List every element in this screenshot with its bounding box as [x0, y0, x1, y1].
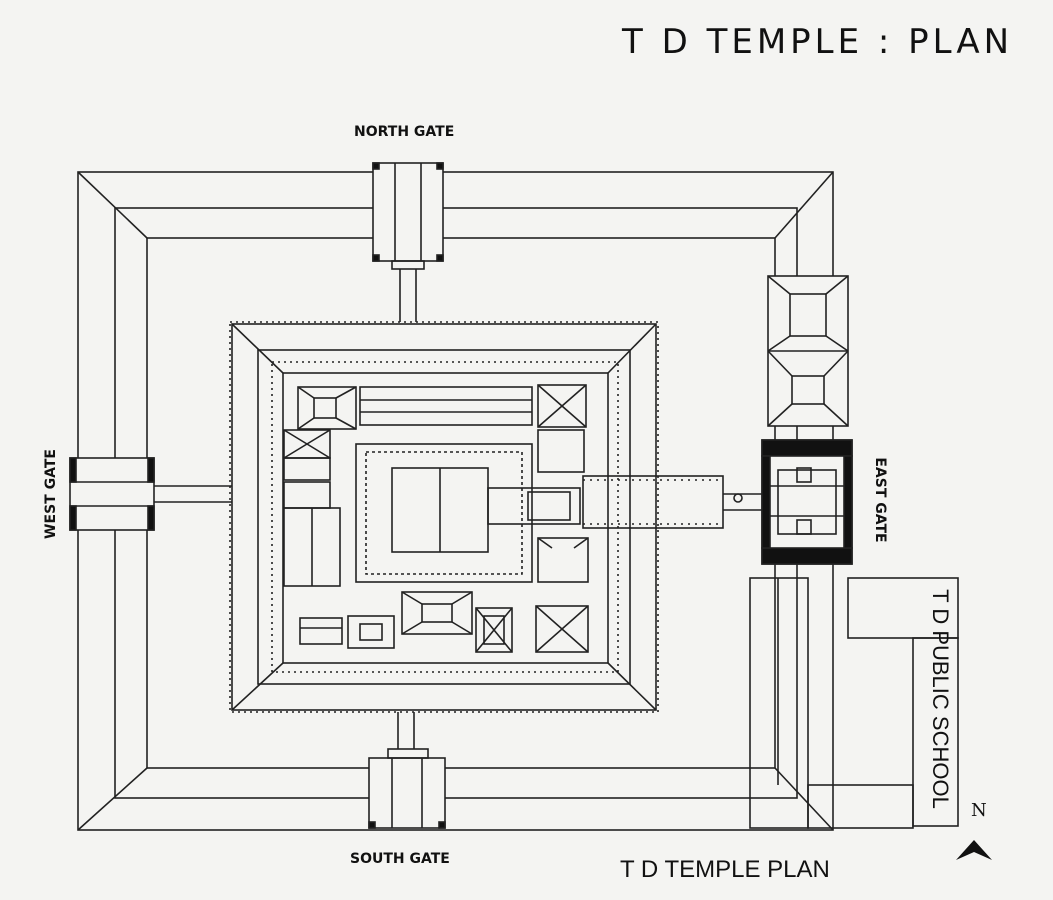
east-gate-label: EAST GATE	[872, 457, 888, 543]
north-arrow-icon	[956, 840, 992, 860]
north-letter: N	[971, 800, 987, 821]
central-shrine	[355, 443, 581, 583]
south-gate	[368, 712, 446, 829]
school-label: T D PUBLIC SCHOOL	[928, 589, 953, 809]
east-mandapam	[582, 475, 762, 529]
outer-wall	[77, 171, 834, 831]
plan-caption: T D TEMPLE PLAN	[620, 856, 830, 883]
middle-enclosure	[229, 321, 659, 713]
inner-buildings	[283, 384, 589, 653]
east-tower	[767, 275, 849, 427]
page-title: T D TEMPLE : PLAN	[622, 22, 1014, 62]
north-gate	[372, 162, 444, 322]
west-gate	[69, 457, 232, 531]
north-gate-label: NORTH GATE	[354, 124, 455, 140]
west-gate-label: WEST GATE	[43, 449, 59, 539]
south-gate-label: SOUTH GATE	[350, 851, 450, 867]
school-compound	[749, 577, 959, 829]
east-gate	[761, 439, 853, 565]
